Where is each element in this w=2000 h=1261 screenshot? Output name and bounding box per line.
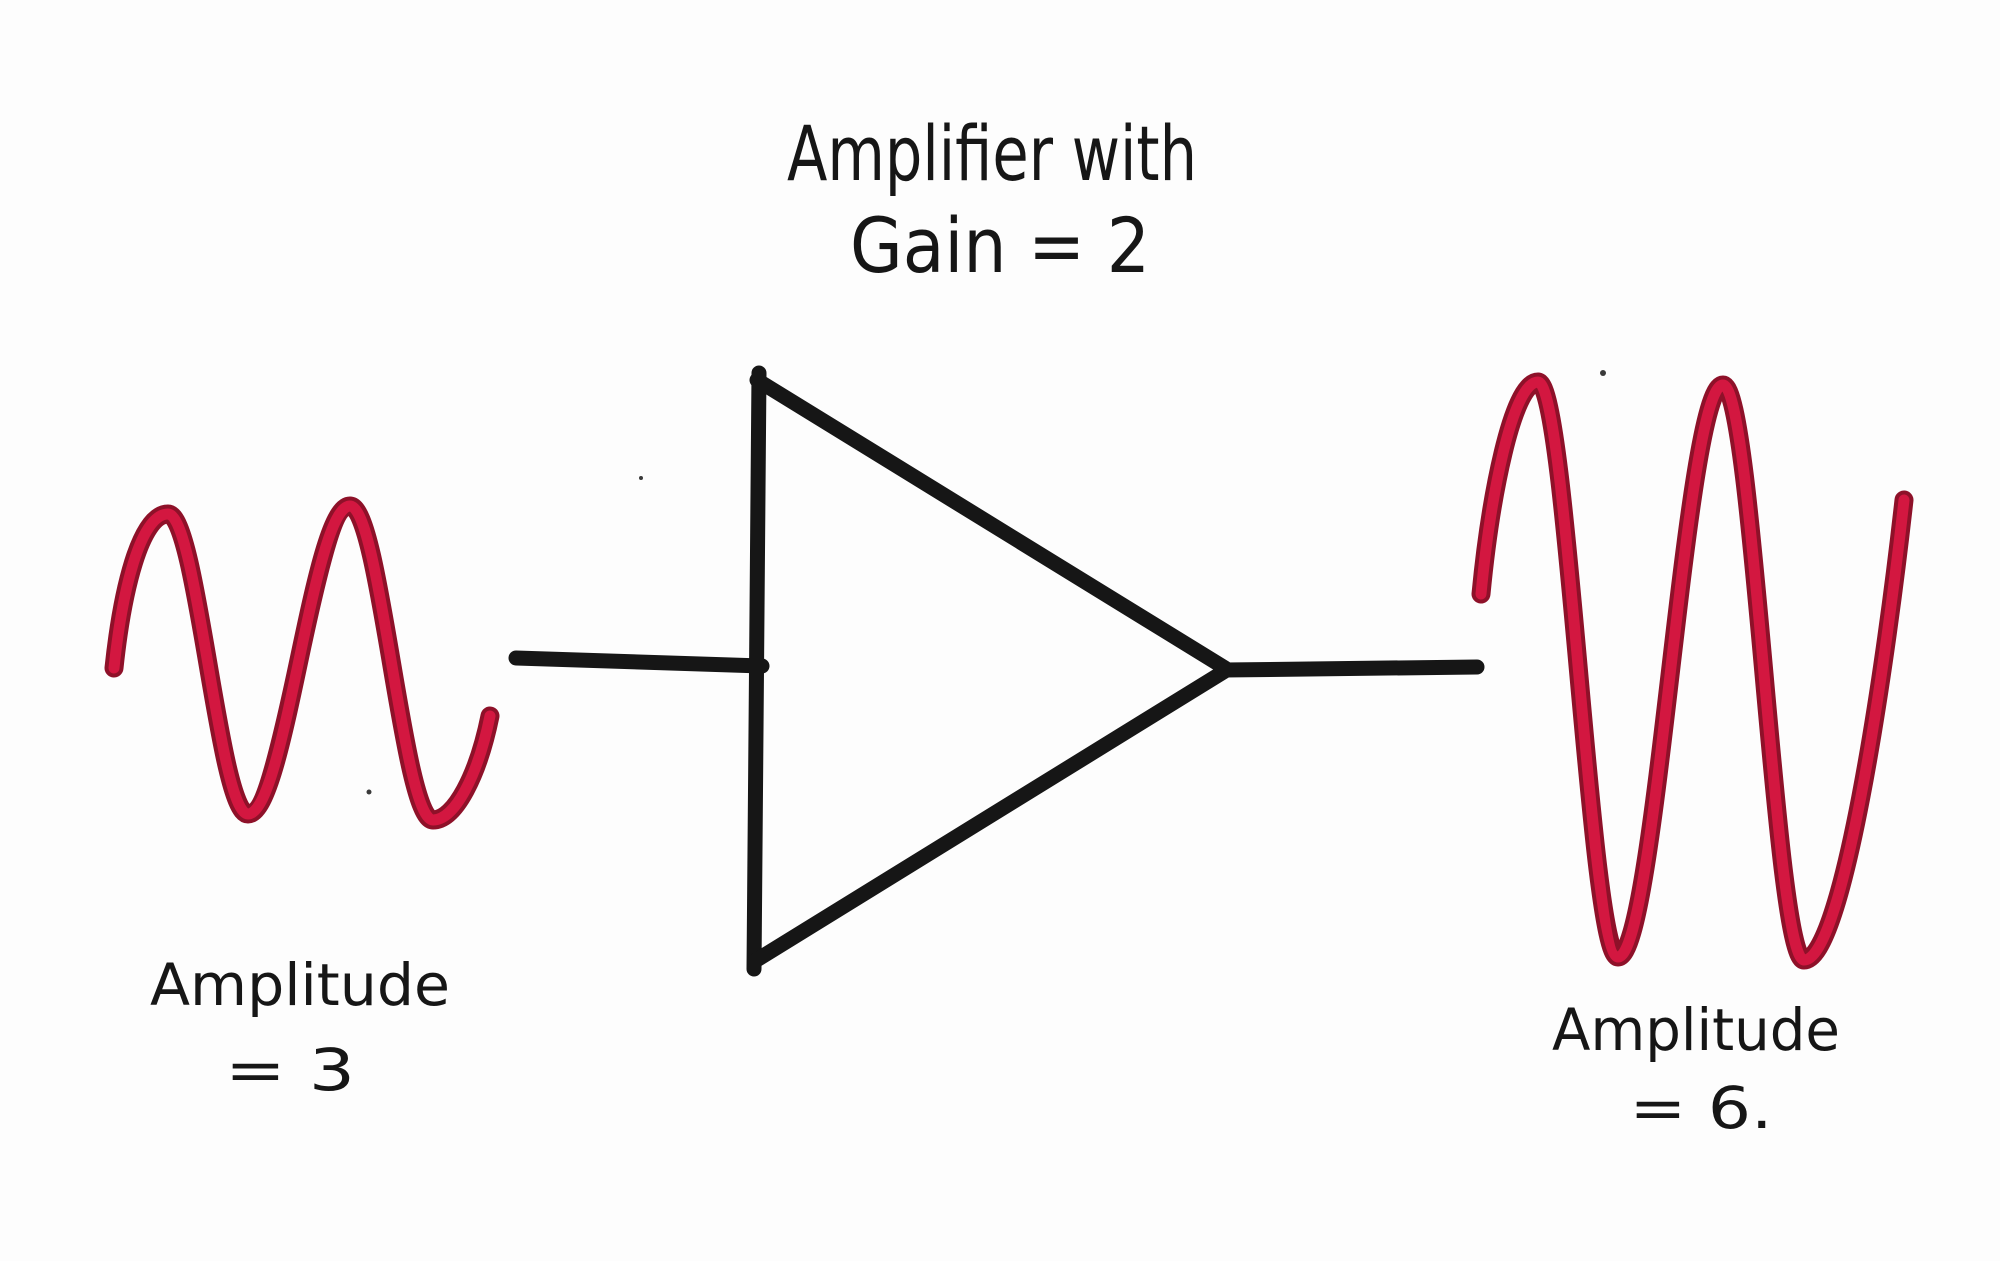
speck-dot <box>366 789 372 795</box>
speck-dot <box>639 476 643 480</box>
output-amplitude-word: Amplitude <box>1552 996 1840 1064</box>
output-amplitude-value: = 6. <box>1630 1074 1773 1142</box>
amplifier-triangle-top-edge <box>749 372 1233 676</box>
input-wave <box>108 500 496 826</box>
title-line-2: Gain = 2 <box>850 201 1150 290</box>
output-wave <box>1475 376 1910 966</box>
input-wire <box>508 650 770 674</box>
input-amplitude-label: Amplitude = 3 <box>150 951 450 1104</box>
amplifier-symbol <box>746 365 1233 977</box>
output-amplitude-label: Amplitude = 6. <box>1552 996 1840 1142</box>
amplifier-triangle-left-edge <box>746 365 767 977</box>
paper-specks <box>366 370 1606 795</box>
title: Amplifier with Gain = 2 <box>787 109 1197 290</box>
title-line-1: Amplifier with <box>787 109 1197 198</box>
output-wire <box>1216 659 1485 678</box>
amplifier-triangle-bottom-edge <box>747 663 1233 969</box>
speck-dot <box>1600 370 1606 376</box>
input-amplitude-word: Amplitude <box>150 951 450 1019</box>
input-amplitude-value: = 3 <box>225 1036 355 1104</box>
